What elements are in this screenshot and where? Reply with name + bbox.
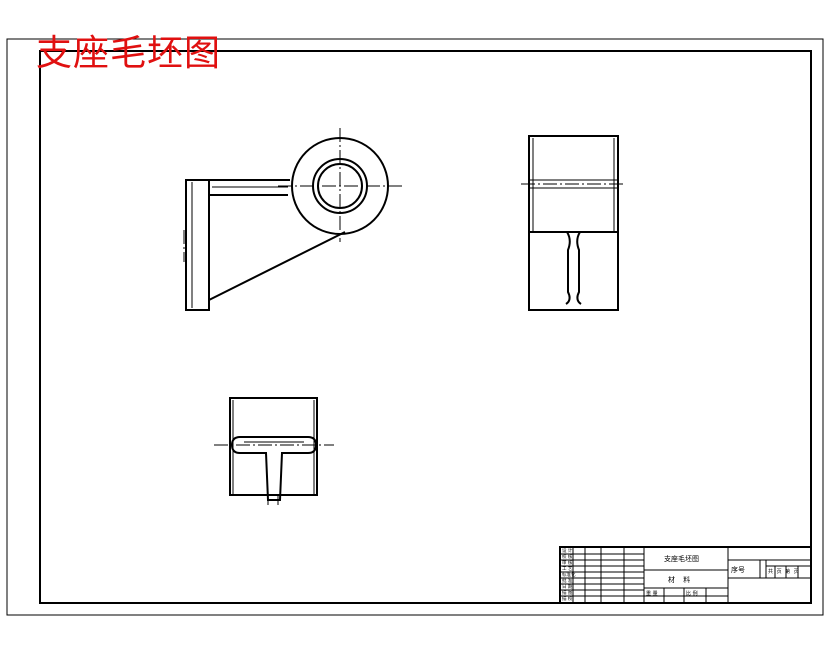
title-block-serial-label: 序号	[731, 566, 745, 574]
title-block-part-name: 支座毛坯图	[664, 555, 699, 563]
title-block-sheet-label: 共 页 第 页	[768, 569, 800, 575]
drawing-title: 支座毛坯图	[36, 33, 222, 74]
title-block-material-label: 材 料	[668, 576, 694, 584]
title-block-row: 审 核	[562, 561, 573, 566]
title-block-row: 日 期	[562, 585, 573, 590]
title-block-scale-label: 重 量	[646, 591, 658, 597]
title-block-row: 工 艺	[562, 567, 573, 572]
side-view	[521, 135, 626, 311]
title-block-row: 校 核	[562, 555, 573, 560]
title-block-row: 批 准	[562, 579, 573, 584]
title-block-row: 描 图	[562, 591, 573, 596]
title-block	[559, 546, 812, 604]
drawing-frame	[39, 50, 812, 604]
title-block-ratio-label: 比 例	[686, 591, 698, 597]
front-view	[183, 128, 402, 311]
top-view	[214, 397, 334, 505]
title-block-row: 标准化	[562, 573, 576, 578]
title-block-row: 描 校	[562, 597, 573, 602]
title-block-row: 设 计	[562, 549, 573, 554]
sheet-outer-border	[6, 38, 824, 616]
